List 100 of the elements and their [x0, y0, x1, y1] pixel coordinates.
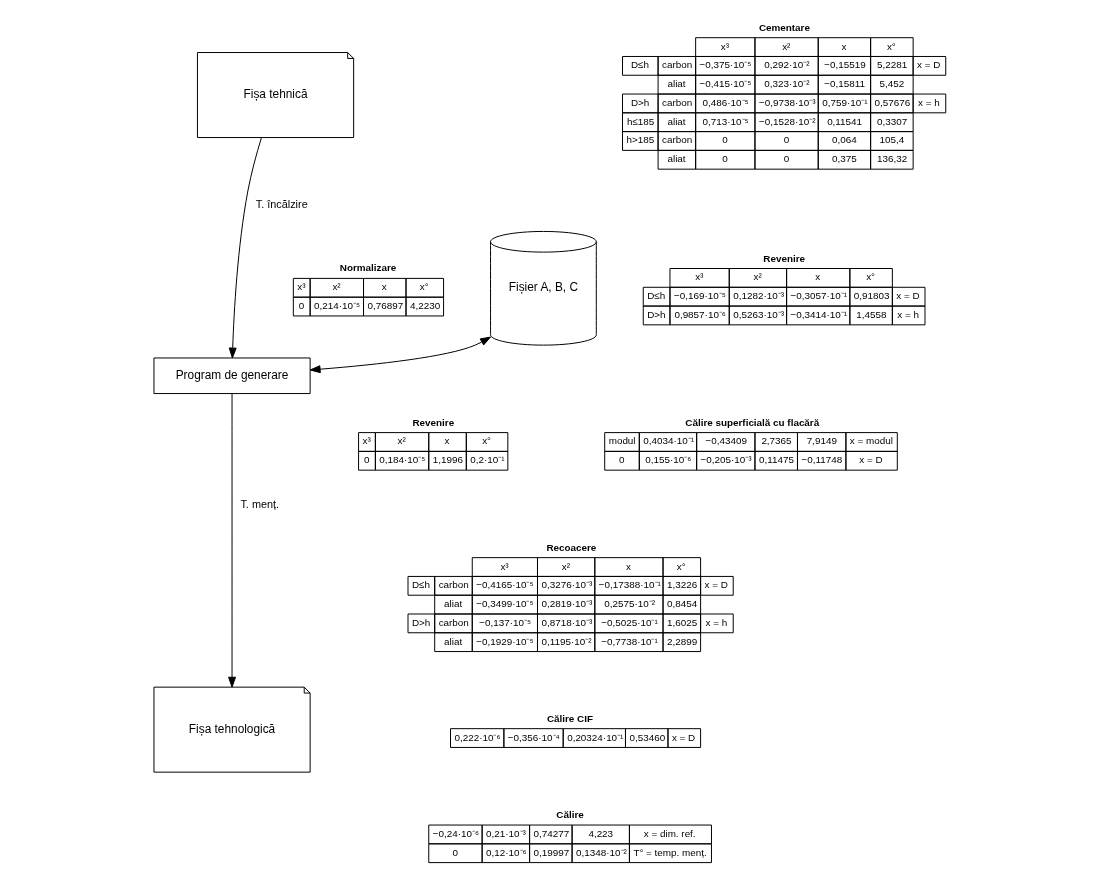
label: Călire superficială cu flacără	[684, 416, 819, 428]
label: −0,4165·10⁻⁵	[475, 579, 534, 591]
label: 105,4	[879, 134, 904, 146]
label: 0,2819·10⁻³	[540, 598, 592, 610]
label: 0,184·10⁻⁵	[378, 454, 425, 466]
label: 0,19997	[533, 846, 569, 858]
label: −0,169·10⁻⁵	[673, 290, 726, 302]
label: x³	[362, 435, 371, 447]
label: aliat	[443, 598, 462, 610]
label: 4,2230	[409, 300, 440, 312]
label: 0	[783, 134, 789, 146]
label: −0,137·10⁻⁵	[478, 616, 531, 628]
label: x = h	[917, 96, 940, 108]
label: Normalizare	[339, 262, 396, 274]
label: 0,155·10⁻⁶	[644, 454, 691, 466]
label: 136,32	[876, 153, 907, 165]
label: 0,1195·10⁻²	[540, 635, 591, 647]
label: x = modul	[849, 435, 893, 447]
label: 7,9149	[806, 435, 837, 447]
label: D>h	[630, 96, 649, 108]
label: aliat	[443, 635, 462, 647]
label: D≤h	[630, 59, 649, 71]
label: 0,2·10⁻¹	[469, 454, 505, 466]
label: x = dim. ref.	[643, 827, 696, 839]
label: aliat	[666, 153, 686, 165]
label: 0,375	[831, 153, 857, 165]
label: −0,15811	[823, 78, 865, 90]
label: −0,356·10⁻⁴	[507, 731, 560, 743]
label: Revenire	[411, 416, 454, 428]
label: aliat	[666, 115, 686, 127]
label: x²	[397, 435, 406, 447]
label: −0,3057·10⁻¹	[790, 290, 847, 302]
label: x	[444, 435, 450, 447]
label: x³	[694, 271, 703, 283]
label: 0,8454	[666, 598, 697, 610]
label: 0,3307	[876, 115, 907, 127]
label: Recoacere	[545, 541, 596, 553]
label: 0,4034·10⁻¹	[642, 435, 694, 447]
label: 2,2899	[666, 635, 697, 647]
label: carbon	[661, 59, 692, 71]
label: 0,323·10⁻²	[763, 78, 810, 90]
label: x°	[676, 560, 686, 572]
label: Călire CIF	[546, 712, 593, 724]
label: x = D	[704, 579, 728, 591]
label: T° = temp. menț.	[632, 846, 707, 858]
edge-label: T. menț.	[239, 498, 279, 511]
label: 1,3226	[666, 579, 697, 591]
label: x	[814, 271, 820, 283]
label: x°	[419, 281, 429, 293]
label: 0,21·10⁻³	[485, 827, 526, 839]
label: 0,1282·10⁻³	[732, 290, 784, 302]
label: x	[625, 560, 631, 572]
label: 0	[298, 300, 304, 312]
label: aliat	[666, 78, 686, 90]
label: modul	[608, 435, 636, 447]
label: −0,17388·10⁻¹	[598, 579, 661, 591]
label: 0,53460	[628, 731, 665, 743]
label: D>h	[646, 308, 666, 320]
label: carbon	[438, 616, 469, 628]
label: −0,1528·10⁻²	[758, 115, 815, 127]
label: 0,214·10⁻⁵	[313, 300, 360, 312]
label: 0,3276·10⁻³	[540, 579, 592, 591]
label: 1,6025	[666, 616, 697, 628]
label: −0,205·10⁻³	[700, 454, 752, 466]
label: 0	[618, 454, 625, 466]
label: 0,12·10⁻⁶	[485, 846, 527, 858]
label: x	[381, 281, 387, 293]
label: 0,5263·10⁻³	[732, 308, 784, 320]
label: 1,1996	[432, 454, 463, 466]
label: 0,222·10⁻⁶	[453, 731, 501, 743]
label: 0	[721, 134, 728, 146]
label: 0,74277	[533, 827, 569, 839]
label: Călire	[555, 809, 584, 821]
label: 4,223	[587, 827, 613, 839]
label: 5,452	[879, 78, 904, 90]
label: D>h	[411, 616, 430, 628]
edge-label: T. încălzire	[255, 197, 308, 210]
label: x = D	[858, 454, 883, 466]
label: x²	[561, 560, 570, 572]
label: D≤h	[411, 579, 430, 591]
label: D≤h	[646, 290, 665, 302]
label: 0	[451, 846, 458, 858]
label: Cementare	[758, 21, 810, 33]
label: −0,1929·10⁻⁵	[475, 635, 534, 647]
label: x	[840, 40, 846, 52]
label: 0,2575·10⁻²	[603, 598, 655, 610]
label: −0,9738·10⁻³	[758, 96, 815, 108]
label: −0,415·10⁻⁵	[699, 78, 751, 90]
label: 0,76897	[366, 300, 403, 312]
label: −0,3499·10⁻⁵	[475, 598, 534, 610]
label: −0,5025·10⁻¹	[600, 616, 658, 628]
label: −0,11748	[800, 454, 842, 466]
label: x²	[331, 281, 341, 293]
label: 0,91803	[853, 290, 890, 302]
label: x = h	[896, 308, 919, 320]
label: 0	[783, 153, 789, 165]
label: h≤185	[626, 115, 654, 127]
label: x = D	[895, 290, 920, 302]
label: −0,375·10⁻⁵	[699, 59, 751, 71]
label: x = D	[916, 59, 940, 71]
